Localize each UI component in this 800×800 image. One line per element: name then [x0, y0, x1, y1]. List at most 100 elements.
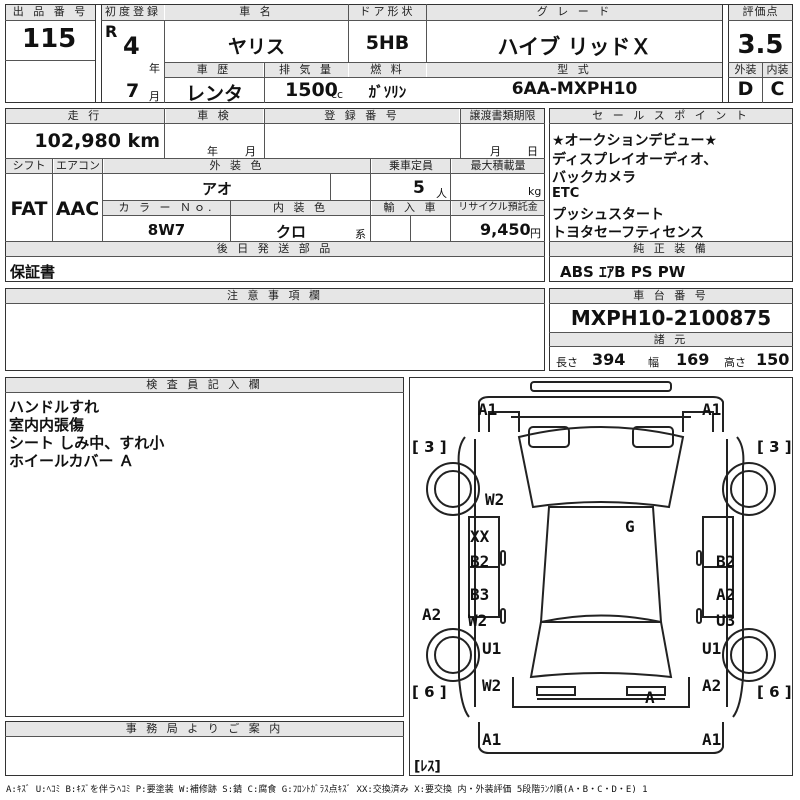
inspector-line-3: シート しみ中、すれ小 [9, 434, 165, 452]
load-header: 最大積載量 [452, 159, 544, 173]
ac-header: エアコン [54, 159, 102, 173]
damage-mark: W2 [468, 611, 488, 630]
damage-mark: A2 [702, 676, 722, 695]
car-name-header: 車 名 [165, 5, 348, 20]
sales-line-6: トヨタセーフティセンス [552, 225, 705, 241]
inspector-line-1: ハンドルすれ [9, 398, 100, 416]
damage-mark: B2 [716, 552, 736, 571]
shift: FAT [10, 198, 48, 220]
model: 6AA-MXPH10 [511, 79, 638, 99]
office-box [5, 721, 404, 776]
equip: ABS ｴｱB PS PW [560, 263, 686, 281]
length: 394 [592, 350, 626, 369]
mileage-header: 走 行 [6, 109, 164, 123]
damage-mark: B3 [470, 585, 490, 604]
inspector-box [5, 377, 404, 717]
inspection-year-label: 年 [207, 145, 218, 158]
sales-line-5: プッシュスタート [552, 207, 664, 223]
damage-mark: A1 [702, 400, 722, 419]
spec-header: 諸 元 [550, 333, 792, 346]
damage-mark: A2 [422, 605, 442, 624]
top-info-table [5, 4, 793, 103]
capacity-unit: 人 [436, 187, 447, 200]
recycle-unit: 円 [530, 227, 541, 240]
exterior-header: 外装 [729, 63, 762, 77]
shift-header: シフト [6, 159, 52, 173]
color-no: 8W7 [147, 221, 186, 239]
inspector-header: 検 査 員 記 入 欄 [6, 378, 403, 392]
int-color-header: 内 装 色 [231, 201, 370, 215]
month-unit: 月 [149, 90, 160, 103]
transfer-day-label: 日 [527, 145, 538, 158]
displacement-header: 排 気 量 [265, 63, 348, 77]
later-parts-header: 後 日 発 送 部 品 [6, 242, 544, 256]
fuel: ｶﾞｿﾘﾝ [368, 83, 407, 101]
car-diagram-box [409, 377, 793, 776]
capacity: 5 [413, 178, 425, 198]
damage-mark: U3 [716, 611, 736, 630]
int-color-unit: 系 [355, 228, 366, 241]
damage-mark: W2 [482, 676, 502, 695]
ext-color: アオ [201, 180, 232, 198]
displacement: 1500 [285, 79, 338, 101]
damage-mark: A1 [478, 400, 498, 419]
score-header: 評価点 [729, 5, 792, 20]
sales-line-4: ETC [552, 186, 580, 201]
capacity-header: 乗車定員 [372, 159, 450, 173]
transfer-header: 譲渡書類期限 [461, 109, 544, 123]
sales-line-1: ★オークションデビュー★ [552, 133, 718, 149]
bracket-left-top: [ 3 ] [412, 438, 447, 456]
height: 150 [756, 350, 790, 369]
fuel-header: 燃 料 [349, 63, 426, 77]
damage-mark: W2 [485, 490, 505, 509]
door-type: 5HB [365, 32, 410, 54]
damage-mark: B2 [470, 552, 490, 571]
sales-line-3: バックカメラ [552, 170, 636, 186]
height-label: 高さ [724, 356, 746, 369]
interior-score: C [770, 78, 785, 100]
exterior-score: D [737, 78, 754, 100]
chassis-number: MXPH10-2100875 [570, 306, 772, 330]
equip-header: 純 正 装 備 [550, 242, 792, 256]
int-color: クロ [275, 223, 306, 241]
interior-header: 内装 [763, 63, 792, 77]
model-header: 型 式 [427, 63, 722, 77]
damage-mark: A [645, 688, 655, 707]
displacement-unit: cc [331, 88, 344, 101]
ext-color-header: 外 装 色 [104, 159, 370, 173]
grade: ハイブ リッドＸ [497, 35, 652, 59]
door-header: ドア形状 [349, 5, 426, 20]
car-diagram [426, 381, 776, 754]
ac: AAC [55, 198, 100, 220]
inspection-month-label: 月 [245, 145, 256, 158]
history-header: 車 歴 [165, 63, 263, 77]
reg-header: 初度登録 [102, 5, 164, 20]
year-unit: 年 [149, 62, 160, 75]
reg-no-header: 登 録 番 号 [265, 109, 459, 123]
bracket-left-bottom: [ 6 ] [412, 683, 447, 701]
history: レンタ [185, 83, 243, 105]
lot-header: 出 品 番 号 [6, 5, 95, 20]
reg-month: 7 [126, 80, 140, 102]
notes-box [5, 288, 545, 371]
chassis-header: 車 台 番 号 [550, 289, 792, 303]
era: R [105, 22, 118, 41]
bracket-right-top: [ 3 ] [757, 438, 792, 456]
recycle-amount: 9,450 [480, 220, 531, 239]
office-header: 事 務 局 よ り ご 案 内 [6, 722, 403, 736]
vehicle-detail-table [5, 108, 545, 282]
damage-mark: U1 [482, 639, 502, 658]
import-header: 輸 入 車 [372, 201, 450, 215]
sales-point-header: セ ー ル ス ポ イ ン ト [550, 109, 792, 123]
score: 3.5 [737, 30, 784, 60]
length-label: 長さ [556, 356, 578, 369]
damage-mark: A1 [482, 730, 502, 749]
damage-mark: A2 [716, 585, 736, 604]
load-unit: kg [528, 185, 542, 198]
width-label: 幅 [648, 356, 659, 369]
damage-mark: G [625, 517, 635, 536]
bracket-rear: [ﾚｽ] [414, 759, 441, 775]
damage-mark: U1 [702, 639, 722, 658]
inspection-header: 車 検 [166, 109, 263, 123]
inspector-line-2: 室内内張傷 [9, 416, 85, 434]
